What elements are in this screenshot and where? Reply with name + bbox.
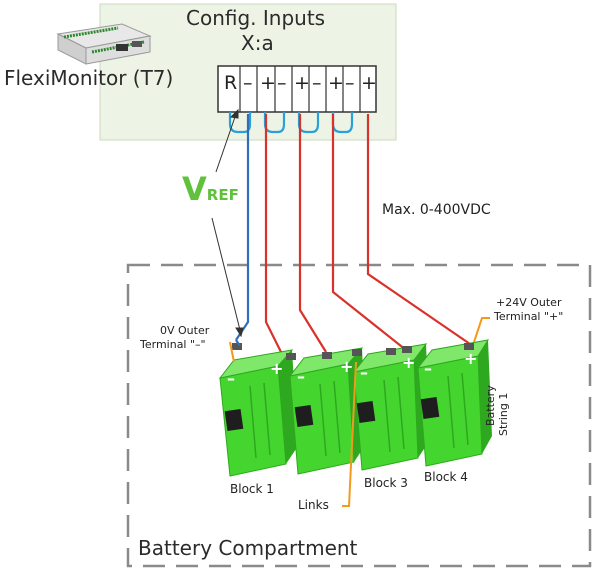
svg-text:+: + bbox=[270, 359, 283, 378]
terminal-block bbox=[217, 65, 377, 113]
terminal-label-7: – bbox=[345, 72, 355, 94]
blue-reference-wire bbox=[235, 114, 250, 341]
red-wire-1 bbox=[264, 114, 283, 355]
vref-label: VREF bbox=[182, 170, 239, 208]
svg-text:–: – bbox=[424, 359, 432, 378]
sense-wires bbox=[235, 114, 471, 355]
links-label: Links bbox=[298, 498, 329, 512]
terminal-labels: R – + – + – + – + bbox=[219, 72, 377, 106]
terminal-label-8: + bbox=[361, 72, 377, 94]
terminal-label-2: + bbox=[260, 72, 276, 94]
vref-sub: REF bbox=[206, 186, 239, 204]
block-4-label: Block 4 bbox=[424, 470, 468, 484]
battery-compartment-boundary bbox=[126, 263, 592, 568]
terminal-dividers bbox=[239, 66, 361, 112]
orange-leader-lines bbox=[229, 317, 490, 507]
outer-positive-label-line2: Terminal "+" bbox=[494, 310, 564, 323]
terminal-label-5: – bbox=[312, 72, 322, 94]
config-inputs-title: Config. Inputs bbox=[186, 6, 326, 30]
battery-string-line2: String 1 bbox=[497, 392, 510, 436]
svg-text:+: + bbox=[340, 357, 353, 376]
terminal-label-6: + bbox=[328, 72, 344, 94]
battery-string-line1: Battery bbox=[484, 385, 497, 426]
terminal-label-4: + bbox=[294, 72, 310, 94]
svg-text:+: + bbox=[464, 349, 477, 368]
vref-arrows bbox=[211, 108, 244, 338]
config-inputs-subtitle: X:a bbox=[241, 31, 274, 55]
terminal-label-r: R bbox=[224, 72, 238, 94]
device-name: FlexiMonitor (T7) bbox=[4, 66, 174, 90]
red-wire-3 bbox=[331, 114, 407, 351]
svg-text:–: – bbox=[297, 367, 305, 386]
terminal-label-1: – bbox=[243, 72, 253, 94]
red-wire-2 bbox=[298, 114, 327, 353]
terminal-label-3: – bbox=[277, 72, 287, 94]
battery-string-label: Battery String 1 bbox=[484, 385, 510, 436]
vref-main: V bbox=[182, 170, 207, 208]
block-3-label: Block 3 bbox=[364, 476, 408, 490]
battery-compartment-label: Battery Compartment bbox=[138, 536, 358, 560]
battery-terminal-posts bbox=[232, 343, 474, 360]
blue-wire-end bbox=[235, 339, 241, 347]
outer-negative-label-line1: 0V Outer bbox=[160, 324, 210, 337]
max-voltage-label: Max. 0-400VDC bbox=[382, 202, 491, 218]
battery-polarity-signs: – + – + – + – + bbox=[227, 349, 477, 388]
fleximonitor-device-image bbox=[56, 23, 152, 65]
red-wire-4 bbox=[366, 114, 471, 345]
battery-block-1 bbox=[218, 349, 298, 477]
block-1-label: Block 1 bbox=[230, 482, 274, 496]
svg-text:–: – bbox=[227, 369, 235, 388]
outer-positive-label-line1: +24V Outer bbox=[496, 296, 562, 309]
svg-text:+: + bbox=[402, 353, 415, 372]
svg-text:–: – bbox=[360, 363, 368, 382]
battery-block-4 bbox=[416, 339, 492, 467]
outer-negative-label-line2: Terminal "–" bbox=[140, 338, 206, 351]
